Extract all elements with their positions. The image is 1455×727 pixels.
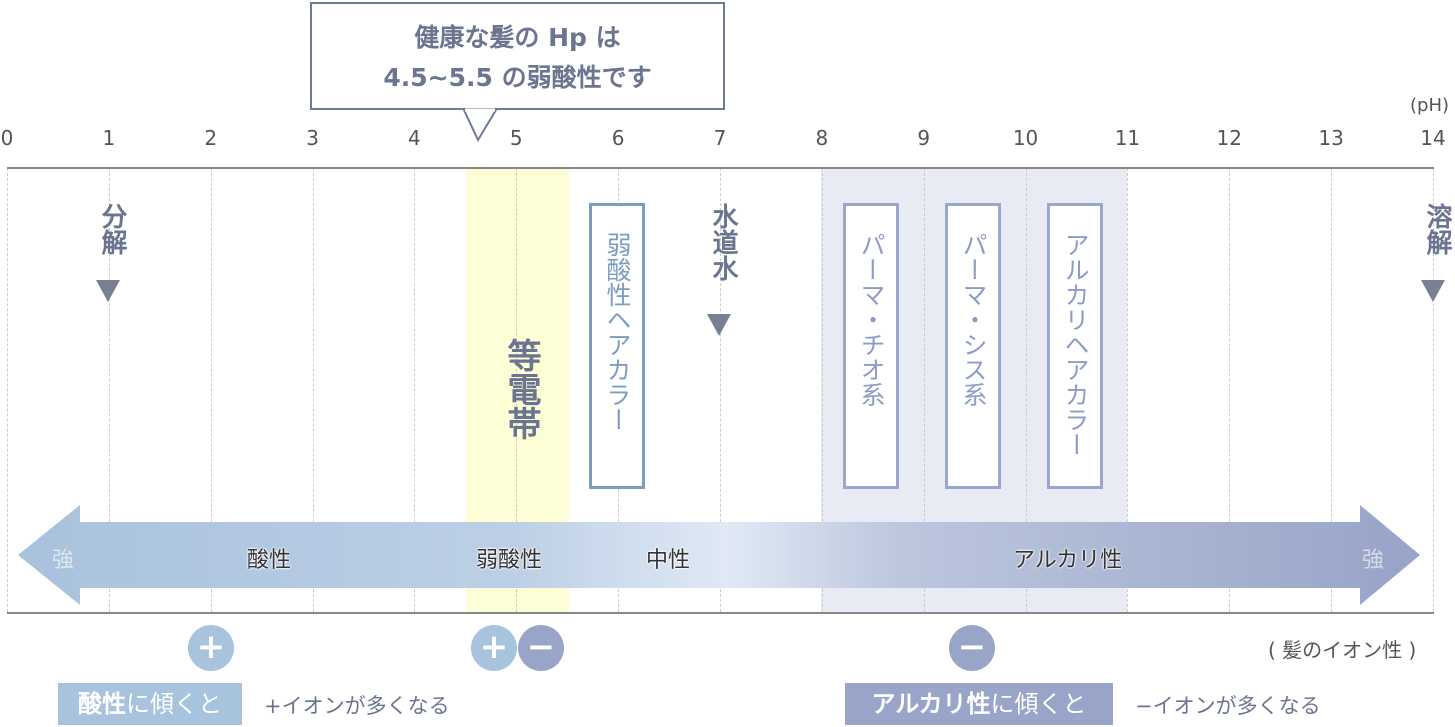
decompose-arrow-icon [96, 280, 120, 302]
box-label: パーマ・シス系 [959, 232, 988, 407]
acid-note: +イオンが多くなる [264, 694, 450, 718]
gridline [312, 168, 314, 612]
plus-ion-icon: + [188, 625, 234, 671]
callout-line1: 健康な髪の Hp は [414, 23, 621, 52]
alkaline-legend-rest: に傾くと [990, 690, 1087, 718]
ion-caption: ( 髪のイオン性 ) [1268, 638, 1417, 662]
minus-ion-icon: − [949, 625, 995, 671]
acid-legend-rest: に傾くと [126, 690, 222, 718]
gridline [1331, 168, 1333, 612]
ph-tick-label: 6 [611, 126, 625, 150]
box-label: パーマ・チオ系 [857, 232, 886, 407]
gridline [720, 168, 721, 612]
gridline [1025, 168, 1027, 612]
weak-acid-color-box: 弱酸性ヘアカラー [589, 203, 645, 489]
ph-tick-label: 9 [917, 126, 931, 150]
ph-axis-line [7, 167, 1434, 169]
acid-label: 酸性 [247, 548, 292, 573]
baseline [7, 612, 1434, 614]
gridline [923, 168, 925, 612]
strong-alkaline-label: 強 [1362, 548, 1385, 573]
gridline [108, 168, 110, 612]
ph-tick-label: 5 [509, 126, 523, 150]
callout: 健康な髪の Hp は 4.5~5.5 の弱酸性です [310, 2, 725, 110]
gridline [414, 168, 416, 612]
ph-tick-label: 12 [1216, 126, 1242, 150]
callout-line2: 4.5~5.5 の弱酸性です [383, 63, 652, 92]
ph-tick-label: 4 [408, 126, 421, 150]
ph-tick-label: 2 [204, 126, 218, 150]
strong-acid-label: 強 [52, 548, 75, 573]
ph-tick-label: 13 [1318, 126, 1344, 150]
neutral-label: 中性 [646, 548, 691, 573]
gridline [7, 168, 8, 612]
ph-tick-label: 1 [102, 126, 116, 150]
alkaline-legend-bold: アルカリ性 [871, 690, 991, 718]
isoelectric-label: 等電帯 [501, 338, 541, 440]
gridline [821, 168, 823, 612]
alkaline-label: アルカリ性 [1013, 548, 1123, 573]
tap-water-arrow-icon [707, 314, 731, 336]
tap-water-label: 水道水 [708, 203, 738, 281]
gridline [1433, 168, 1434, 612]
ph-tick-label: 11 [1114, 126, 1141, 150]
ph-tick-label: 10 [1012, 126, 1039, 150]
ph-tick-label: 0 [0, 126, 14, 150]
ph-tick-label: 7 [713, 126, 727, 150]
ph-tick-label: 3 [306, 126, 319, 150]
gridline [516, 168, 518, 612]
dissolve-arrow-icon [1421, 280, 1445, 302]
weak-acid-label: 弱酸性 [476, 548, 543, 573]
acid-legend-label: 酸性に傾くと [58, 683, 242, 725]
gridline [1229, 168, 1231, 612]
decompose-label: 分解 [97, 203, 127, 255]
alkaline-legend-label: アルカリ性に傾くと [845, 683, 1113, 725]
acid-legend-bold: 酸性 [78, 690, 126, 718]
alkaline-note: −イオンが多くなる [1135, 694, 1321, 718]
perm-thio-box: パーマ・チオ系 [843, 203, 899, 489]
callout-pointer [462, 108, 498, 142]
gridline [1127, 168, 1129, 612]
perm-cys-box: パーマ・シス系 [945, 203, 1001, 489]
box-label: アルカリヘアカラー [1061, 232, 1090, 457]
ph-unit: (pH) [1410, 95, 1450, 116]
box-label: 弱酸性ヘアカラー [603, 232, 632, 432]
ph-scale-arrow [18, 505, 1420, 605]
minus-ion-icon: − [518, 625, 564, 671]
alkaline-color-box: アルカリヘアカラー [1047, 203, 1103, 489]
dissolve-label: 溶解 [1422, 203, 1452, 255]
gridline [210, 168, 212, 612]
plus-ion-icon: + [471, 625, 517, 671]
ph-tick-label: 8 [815, 126, 829, 150]
ph-tick-label: 14 [1420, 126, 1446, 150]
